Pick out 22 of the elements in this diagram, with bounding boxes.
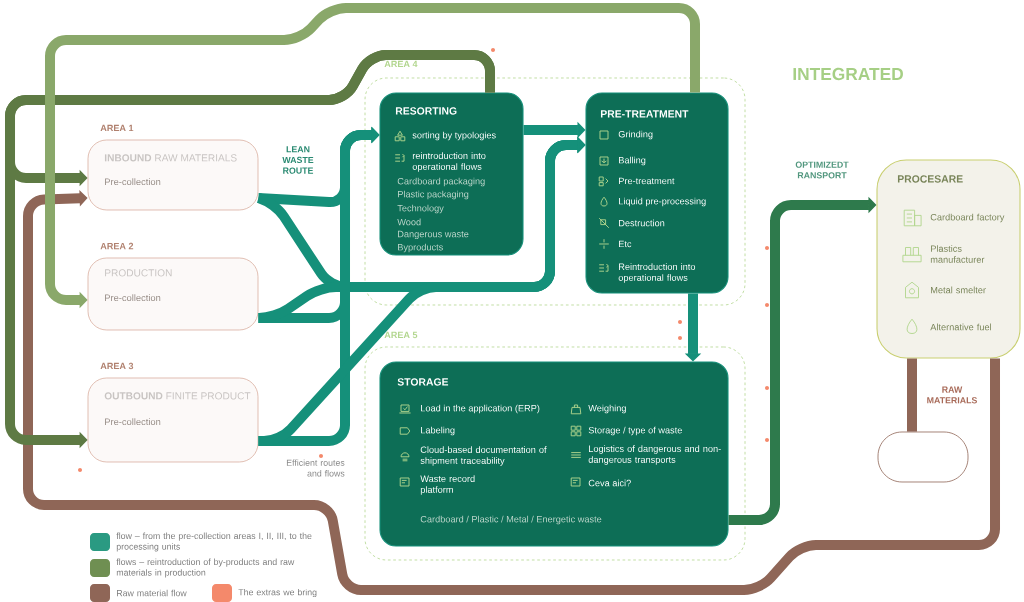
flow-arrow — [258, 136, 586, 446]
area-label: AREA 3 — [100, 362, 134, 370]
legend-text: Raw material flow — [117, 589, 187, 597]
process-box: PRE-TREATMENT Grinding Balling Pre-treatment Liquid pre-processing Destruction Etc Reintroduction into operational flows — [585, 92, 729, 294]
flow-arrow — [728, 196, 877, 525]
processing-box: PROCESARE Cardboard factory Plastics manufacturer Metal smelter Alternative fuel — [876, 159, 1021, 359]
legend-text: flows – reintroduction of by-products and raw materials in production — [116, 558, 295, 578]
title: INTEGRATED — [793, 67, 903, 81]
flow-label: RAW MATERIALS — [927, 386, 977, 404]
route-label: OPTIMIZEDT RANSPORT — [795, 161, 849, 179]
process-box: STORAGE Load in the application (ERP) Labeling Cloud-based documentation of shipment traceability Waste record platform Weighing Storage / type of waste Logistics of dangerous and non-dangerous transports Ceva aici? Cardboard / Plastic / Metal / Energetic waste — [379, 361, 729, 547]
empty-box — [877, 431, 969, 483]
process-box: RESORTING sorting by typologies reintroduction into operational flows Cardboard packaging Plastic packaging Technology Wood Dangerous waste Byproducts — [379, 92, 524, 256]
node-label: AREA 4 — [384, 60, 418, 68]
area-label: AREA 2 — [100, 242, 134, 250]
legend-text: The extras we bring — [238, 588, 317, 598]
node-label: AREA 5 — [384, 331, 418, 339]
flow-arrow — [23, 190, 1000, 595]
area-label: AREA 1 — [100, 124, 134, 132]
route-label: LEAN WASTE ROUTE — [282, 146, 314, 174]
note: Efficient routes and flows — [286, 459, 345, 477]
legend-text: flow – from the pre-collection areas I, II, III, to the processing units — [116, 532, 312, 552]
